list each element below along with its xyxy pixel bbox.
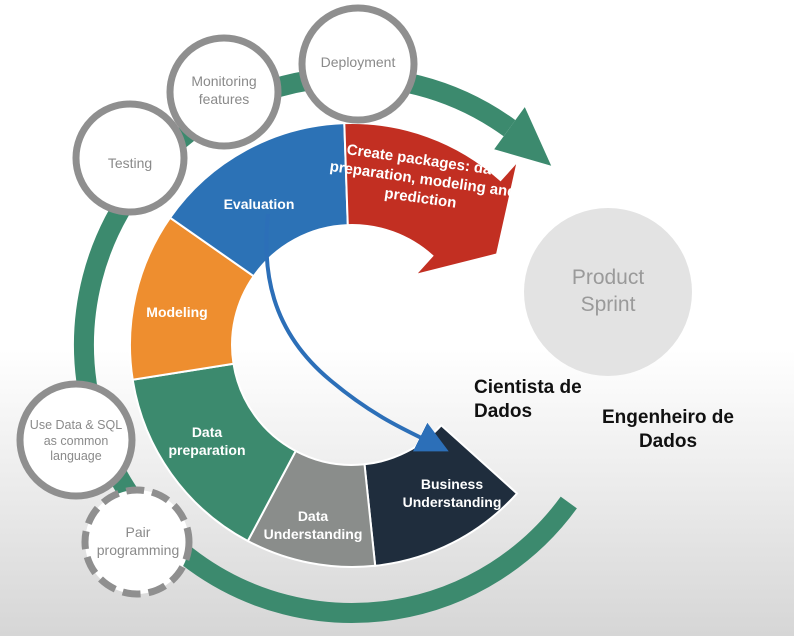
role-cientista-de-dados: Cientista de Dados: [474, 377, 582, 422]
monitoring-features-circle: [166, 34, 282, 150]
pair-programming-circle: [81, 486, 193, 598]
common-language-circle: [16, 380, 136, 500]
label-evaluation: Evaluation: [223, 196, 295, 212]
product-sprint-circle: [524, 208, 692, 376]
label-data-preparation: Data preparation: [168, 424, 246, 458]
label-common-language: Use Data & SQL as common language: [29, 418, 123, 464]
create-packages-arrow: [343, 122, 520, 277]
feedback-arrow: [264, 213, 449, 452]
label-business-understanding: Business Understanding: [402, 476, 502, 510]
role-engenheiro-de-dados: Engenheiro de Dados: [602, 407, 734, 452]
deployment-circle: [298, 4, 418, 124]
testing-circle: [72, 100, 188, 216]
label-product-sprint: Product Sprint: [571, 266, 645, 317]
label-monitoring-features: Monitoring features: [191, 73, 257, 107]
label-testing: Testing: [107, 155, 153, 171]
label-deployment: Deployment: [320, 54, 396, 70]
label-data-understanding: Data Understanding: [263, 508, 363, 542]
label-pair-programming: Pair programming: [96, 524, 180, 558]
outer-cycle-arrowhead: [494, 107, 552, 166]
label-modeling: Modeling: [146, 304, 208, 320]
